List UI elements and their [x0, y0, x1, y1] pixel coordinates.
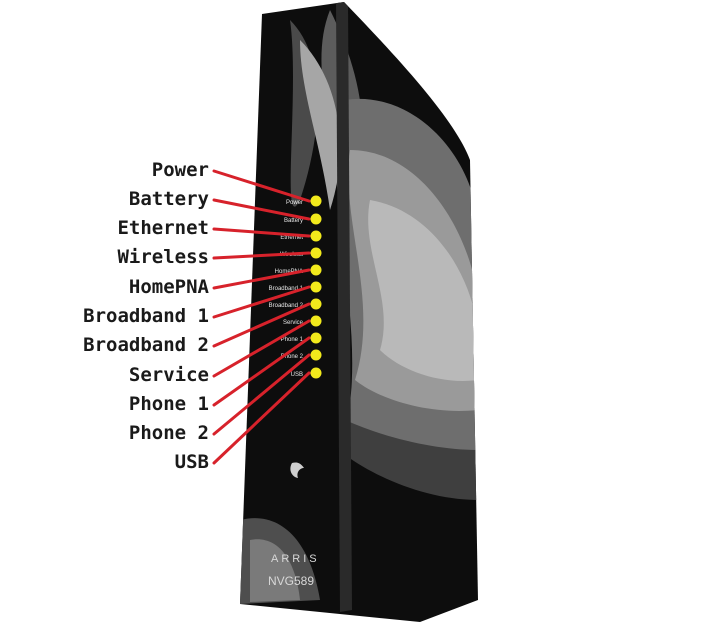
leader-line-phone-1 [212, 336, 311, 407]
callout-broadband-1: Broadband 1 [83, 305, 209, 327]
panel-label-power: Power [286, 200, 303, 206]
led-phone-2 [310, 349, 322, 361]
callout-phone-2: Phone 2 [128, 422, 209, 444]
panel-label-broadband-1: Broadband 1 [269, 286, 304, 292]
panel-label-service: Service [283, 320, 304, 326]
leader-line-wireless [212, 251, 311, 260]
callout-power: Power [151, 159, 209, 181]
leader-line-homepna [212, 268, 311, 290]
led-wireless [310, 247, 322, 259]
leader-line-phone-2 [212, 353, 311, 436]
panel-label-broadband-2: Broadband 2 [269, 303, 304, 309]
leader-line-usb [212, 371, 311, 465]
callout-ethernet: Ethernet [117, 217, 209, 239]
callout-service: Service [128, 364, 209, 386]
leader-line-battery [212, 198, 311, 221]
leader-line-broadband-1 [212, 285, 311, 319]
led-ethernet [310, 230, 322, 242]
leader-line-broadband-2 [212, 302, 311, 348]
callout-battery: Battery [128, 188, 209, 210]
led-usb [310, 367, 322, 379]
led-power [310, 195, 322, 207]
panel-label-phone-2: Phone 2 [281, 354, 304, 360]
router-body: ARRIS NVG589 [240, 2, 478, 622]
callout-usb: USB [174, 451, 209, 473]
led-broadband-1 [310, 281, 322, 293]
callout-wireless: Wireless [117, 246, 209, 268]
phone-symbol [290, 462, 304, 478]
leader-line-ethernet [212, 227, 311, 238]
callout-phone-1: Phone 1 [128, 393, 209, 415]
model-label: NVG589 [268, 574, 314, 588]
led-broadband-2 [310, 298, 322, 310]
panel-label-battery: Battery [284, 218, 303, 224]
led-phone-1 [310, 332, 322, 344]
leader-line-power [212, 169, 311, 203]
leader-line-service [212, 319, 311, 378]
panel-label-usb: USB [291, 372, 303, 378]
led-battery [310, 213, 322, 225]
indicator-led-group [310, 195, 322, 379]
led-service [310, 315, 322, 327]
brand-label: ARRIS [271, 553, 320, 565]
led-homepna [310, 264, 322, 276]
panel-label-phone-1: Phone 1 [281, 337, 304, 343]
panel-label-homepna: HomePNA [275, 269, 303, 275]
panel-label-ethernet: Ethernet [280, 235, 303, 241]
callout-broadband-2: Broadband 2 [83, 334, 209, 356]
callout-homepna: HomePNA [128, 276, 209, 298]
leader-line-group [212, 169, 311, 465]
